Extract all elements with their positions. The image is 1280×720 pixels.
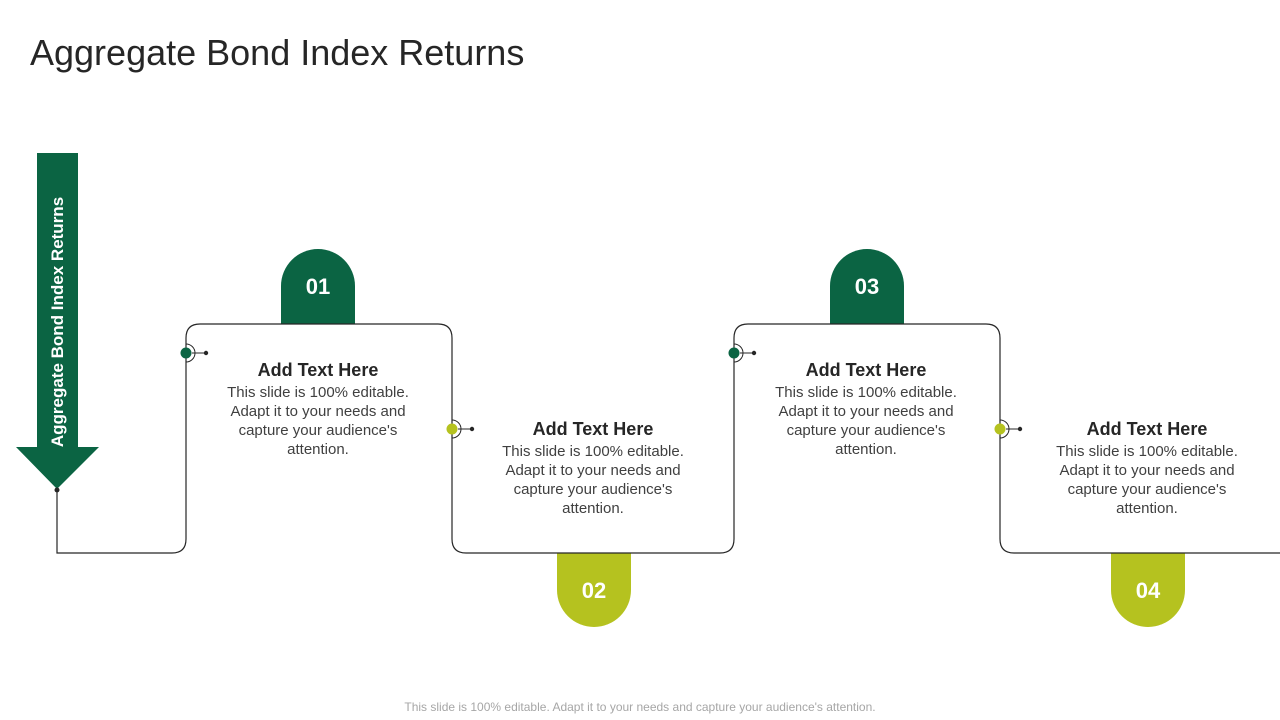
step-heading: Add Text Here	[532, 419, 654, 439]
step-body: This slide is 100% editable. Adapt it to…	[775, 384, 957, 458]
step-heading: Add Text Here	[1086, 419, 1208, 439]
tab-03-shape	[830, 249, 904, 324]
step-heading: Add Text Here	[257, 360, 379, 380]
tab-01-shape	[281, 249, 355, 324]
arrow-label: Aggregate Bond Index Returns	[48, 196, 67, 448]
down-arrow-icon	[16, 153, 99, 489]
tab-02-shape	[557, 553, 631, 627]
step-number-02: 02	[581, 578, 607, 603]
node-02	[446, 419, 475, 439]
step-number-04: 04	[1135, 578, 1161, 603]
step-heading: Add Text Here	[805, 360, 927, 380]
connector-line	[56, 323, 1280, 554]
step-body: This slide is 100% editable. Adapt it to…	[1056, 443, 1238, 517]
footer-note: This slide is 100% editable. Adapt it to…	[404, 700, 876, 714]
step-number-03: 03	[854, 274, 880, 299]
node-01	[180, 343, 209, 363]
step-body: This slide is 100% editable. Adapt it to…	[502, 443, 684, 517]
page-title: Aggregate Bond Index Returns	[30, 32, 525, 73]
step-card-01: Add Text Here This slide is 100% editabl…	[223, 360, 413, 459]
node-03	[728, 343, 757, 363]
step-card-02: Add Text Here This slide is 100% editabl…	[498, 419, 688, 518]
step-card-03: Add Text Here This slide is 100% editabl…	[771, 360, 961, 459]
node-04	[994, 419, 1023, 439]
step-card-04: Add Text Here This slide is 100% editabl…	[1052, 419, 1242, 518]
step-body: This slide is 100% editable. Adapt it to…	[227, 384, 409, 458]
step-number-01: 01	[305, 274, 331, 299]
tab-04-shape	[1111, 553, 1185, 627]
